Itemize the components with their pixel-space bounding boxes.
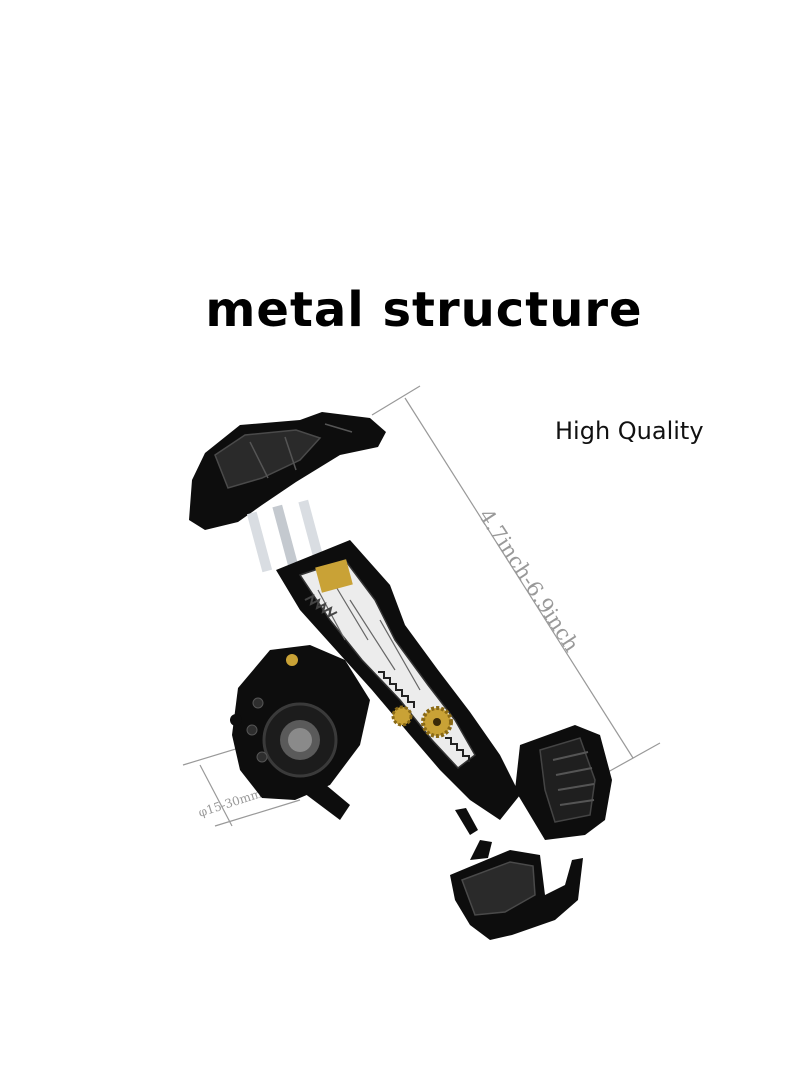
headline: metal structure <box>205 282 643 338</box>
handlebar-clamp <box>230 645 370 820</box>
guide-rods <box>246 499 324 573</box>
side-jaw <box>515 725 612 840</box>
height-dimension-marker <box>371 385 661 773</box>
gears <box>391 705 453 738</box>
bottom-jaw <box>450 808 583 940</box>
subheadline: High Quality <box>555 417 704 445</box>
height-dimension-label: 4.7inch-6.9inch <box>474 505 584 656</box>
clamp-dimension-label: φ15-30mm <box>197 786 264 820</box>
top-jaw <box>189 412 386 530</box>
